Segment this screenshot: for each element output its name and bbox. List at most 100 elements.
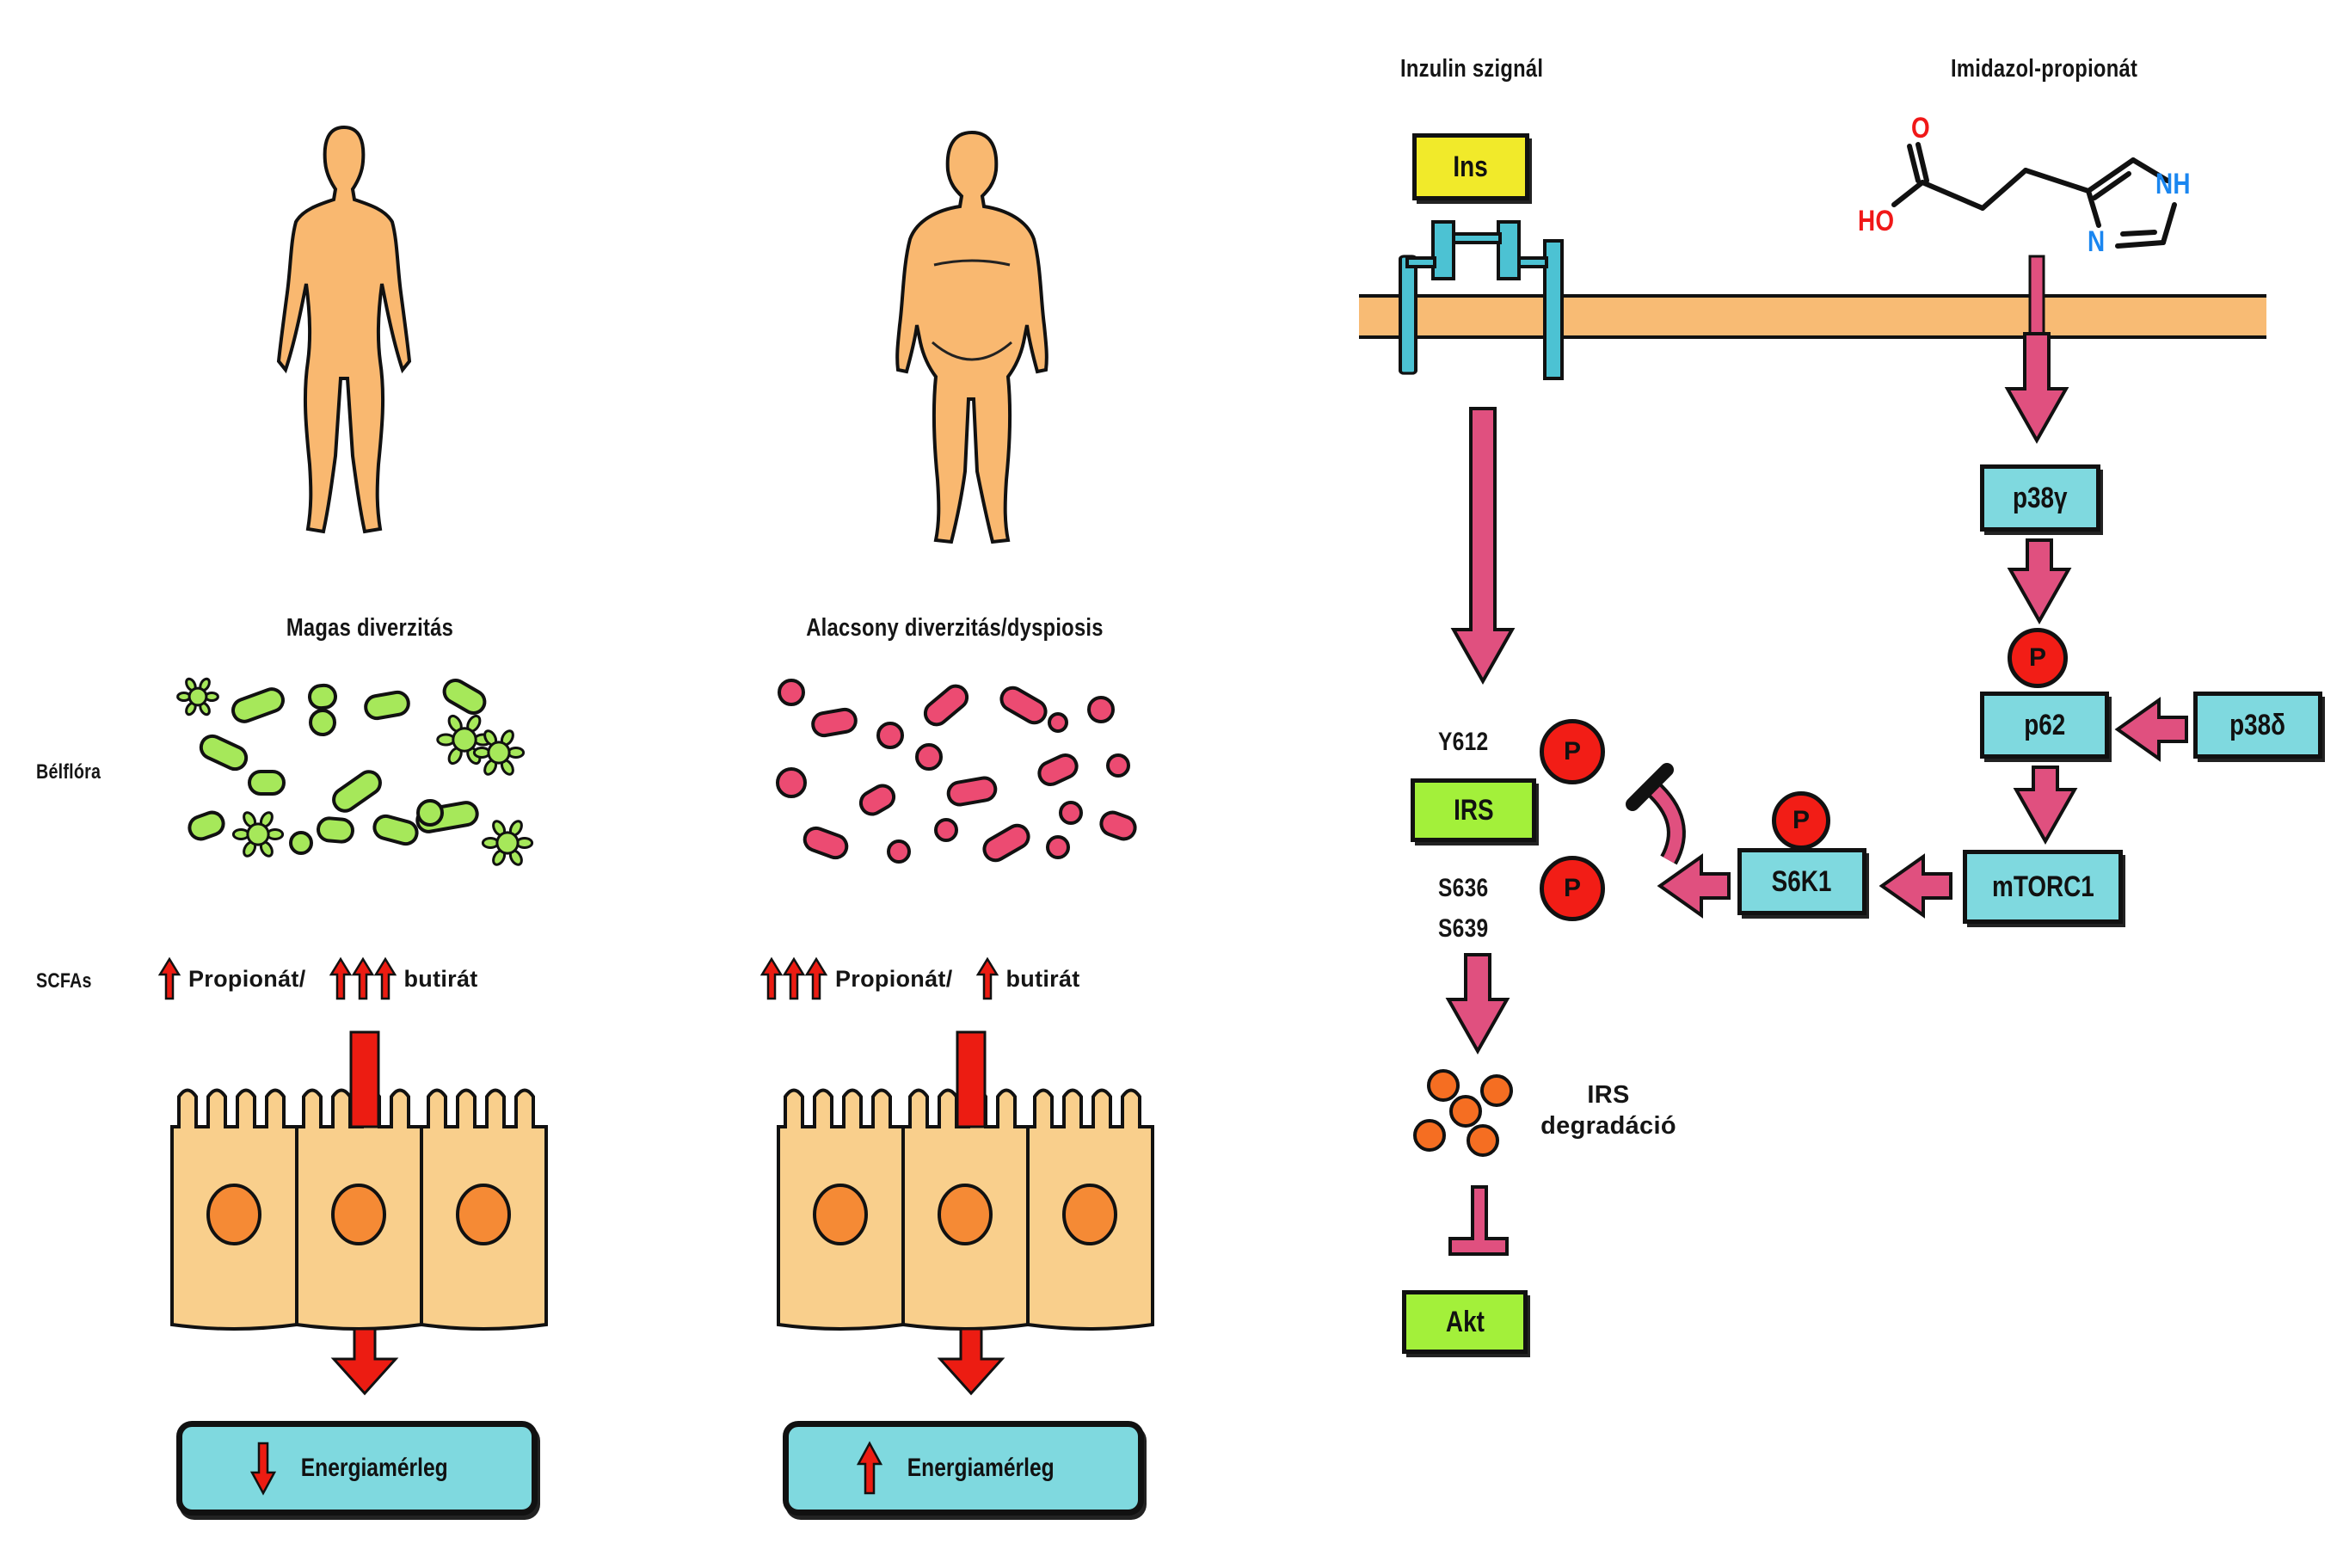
imidazole-propionate-heading: Imidazol-propionát — [1951, 55, 2138, 83]
energy-down-arrow-icon — [249, 1442, 276, 1496]
scfa-output-arrow — [937, 1327, 1005, 1396]
irs-degradation-fragments-icon — [1413, 1069, 1513, 1157]
scfa-up-arrow-icon — [804, 956, 828, 1000]
phospho-label: P — [2028, 643, 2046, 672]
propionate-up-arrows — [157, 956, 181, 1000]
obese-heading: Alacsony diverzitás/dyspiosis — [806, 614, 1104, 642]
bacterium-rod — [858, 784, 896, 816]
scfa-up-arrow-icon — [782, 956, 806, 1000]
mtorc1-node: mTORC1 — [1963, 850, 2123, 924]
epithelial-cell — [420, 1088, 548, 1331]
imidazole-propionate-molecule-icon — [1891, 142, 2177, 249]
bacterium-rod — [332, 770, 382, 813]
nucleus — [206, 1184, 261, 1245]
obese-human-figure — [895, 130, 1048, 544]
molecule-n-label: N — [2088, 225, 2106, 258]
bacterium-rod — [248, 770, 286, 796]
feedback-inhibition-arc — [1647, 782, 1682, 864]
bacterium-cocci — [934, 818, 958, 842]
scfa-uptake-arrow — [349, 1030, 380, 1128]
bacterium-rod — [199, 734, 249, 772]
bacterium-rod — [999, 686, 1048, 725]
lean-energy-balance-box: Energiamérleg — [176, 1421, 538, 1516]
bacterium-rod — [231, 687, 285, 723]
obese-scfa-row: Propionát/ butirát — [759, 953, 1080, 1005]
bacterium-rod — [188, 810, 225, 841]
epithelial-cell — [170, 1088, 298, 1331]
nucleus — [331, 1184, 386, 1245]
obese-energy-balance-box: Energiamérleg — [783, 1421, 1144, 1516]
insulin-to-irs-arrow — [1450, 407, 1516, 686]
bacterium-cocci — [289, 831, 313, 855]
scfas-label: SCFAs — [36, 969, 92, 993]
akt-label: Akt — [1445, 1305, 1485, 1338]
s636-phospho-circle: P — [1540, 856, 1605, 921]
p62-phospho-circle: P — [2008, 628, 2068, 688]
lean-intestinal-epithelium — [170, 1030, 548, 1396]
cell-membrane — [1359, 294, 2266, 339]
nucleus — [1062, 1184, 1117, 1245]
bacterium-rod — [923, 684, 969, 727]
molecule-ho-label: HO — [1858, 205, 1895, 237]
lean-heading: Magas diverzitás — [286, 614, 454, 642]
ins-label: Ins — [1453, 150, 1489, 183]
epithelial-cell — [901, 1088, 1030, 1331]
molecule-o-label: O — [1911, 112, 1930, 145]
bacterium-cocci — [778, 679, 805, 706]
bacterium-rod — [1099, 810, 1137, 841]
s6k1-node: S6K1 — [1737, 848, 1866, 915]
butyrate-up-arrows — [975, 956, 999, 1000]
lean-human-figure — [276, 125, 412, 534]
gut-flora-label: Bélflóra — [36, 760, 101, 784]
s6k1-phospho-circle: P — [1772, 791, 1830, 850]
propionate-up-arrows — [759, 956, 828, 1000]
bacterium-cocci — [887, 839, 911, 864]
energy-up-arrow-icon — [856, 1441, 882, 1495]
phospho-label: P — [1563, 737, 1581, 766]
epithelial-cell — [1026, 1088, 1154, 1331]
site-s639-label: S639 — [1438, 914, 1489, 943]
bacterium-rod — [1037, 753, 1079, 787]
butyrate-up-arrows — [329, 956, 397, 1000]
propionate-label: Propionát/ — [835, 965, 953, 992]
irs-label: IRS — [1453, 793, 1494, 827]
mtorc1-label: mTORC1 — [1991, 870, 2094, 903]
bacterium-flower — [231, 811, 285, 858]
site-y612-label: Y612 — [1438, 728, 1489, 756]
bacterium-rod — [811, 707, 858, 738]
bacterium-rod — [946, 776, 998, 807]
mtorc1-to-s6k1-arrow — [1879, 853, 1952, 919]
molecule-nh-label: NH — [2155, 168, 2191, 200]
bacterium-rod — [364, 690, 410, 721]
p38g-to-p62-arrow — [2007, 538, 2072, 625]
irs-to-degradation-arrow — [1445, 953, 1510, 1055]
degradation-line-1: IRS — [1587, 1081, 1630, 1109]
bacterium-cocci — [1059, 801, 1083, 825]
p38-delta-node: p38δ — [2193, 692, 2322, 759]
propionate-label: Propionát/ — [188, 965, 306, 992]
imp-membrane-channel — [2028, 255, 2045, 335]
bacterium-rod — [372, 814, 419, 846]
scfa-up-arrow-icon — [759, 956, 784, 1000]
bacterium-rod — [442, 679, 487, 715]
bacterium-flower — [472, 729, 526, 776]
scfa-up-arrow-icon — [351, 956, 374, 1000]
scfa-up-arrow-icon — [975, 956, 999, 1000]
inhibition-bar — [1626, 763, 1674, 811]
ins-node: Ins — [1412, 133, 1529, 200]
scfa-uptake-arrow — [956, 1030, 987, 1128]
epithelial-cell — [777, 1088, 905, 1331]
epithelial-cell — [295, 1088, 423, 1331]
bacterium-rod — [982, 823, 1030, 863]
bacterium-cocci — [1087, 696, 1115, 723]
imp-to-p38g-arrow — [2004, 332, 2069, 445]
bacterium-cocci — [1106, 753, 1130, 778]
butyrate-label: butirát — [1005, 965, 1080, 992]
bacterium-cocci — [309, 709, 336, 736]
s6k1-label: S6K1 — [1772, 864, 1832, 898]
bacterium-flower — [176, 677, 219, 716]
bacterium-cocci — [776, 767, 807, 798]
p62-label: p62 — [2023, 708, 2066, 741]
bacterium-cocci — [876, 722, 904, 749]
